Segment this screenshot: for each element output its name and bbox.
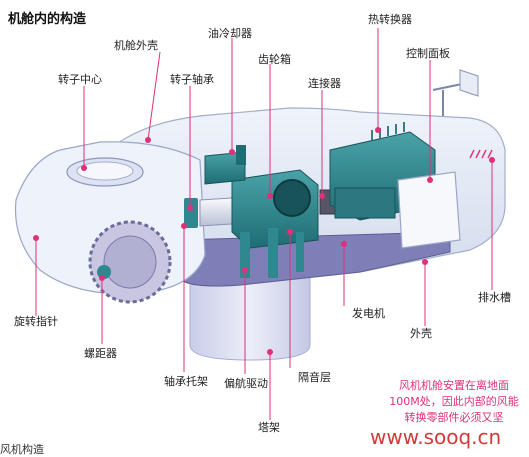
diagram-title: 机舱内的构造	[8, 12, 87, 27]
label-sound-insulation: 隔音层	[298, 371, 331, 384]
label-drain: 排水槽	[478, 291, 511, 304]
leader-dot	[187, 205, 193, 211]
label-spinner: 旋转指针	[14, 315, 58, 328]
control-panel	[397, 171, 461, 249]
label-bearing-support: 轴承托架	[164, 375, 208, 388]
leader-dot	[341, 241, 347, 247]
leader-dot	[489, 157, 495, 163]
label-yaw-drive: 偏航驱动	[224, 377, 268, 390]
cutoff-text: 风机构造	[0, 443, 44, 456]
label-rotor-hub: 转子中心	[58, 73, 102, 86]
caption-note: 风机机舱安置在离地面100M处，因此内部的风能转换零部件必须又坚	[389, 379, 519, 424]
yaw-drive	[240, 228, 304, 278]
leader-dot	[99, 275, 105, 281]
label-control-panel: 控制面板	[406, 47, 450, 60]
label-rotor-bearing: 转子轴承	[170, 73, 214, 86]
leader-dot	[33, 235, 39, 241]
label-tower: 塔架	[258, 421, 280, 434]
leader-dot	[267, 193, 273, 199]
leader-dot	[319, 193, 325, 199]
wind-vane	[432, 83, 463, 116]
drain-rack	[469, 149, 493, 159]
leader-dot	[267, 349, 273, 355]
leader-dot	[145, 137, 151, 143]
label-pitch: 螺距器	[84, 347, 117, 360]
label-oil-cooler: 油冷却器	[208, 27, 252, 40]
label-housing: 外壳	[410, 327, 432, 340]
label-gearbox: 齿轮箱	[258, 53, 291, 66]
leader-dot	[229, 149, 235, 155]
watermark: www.sooq.cn	[370, 425, 502, 449]
label-generator: 发电机	[352, 307, 385, 320]
label-coupling: 连接器	[308, 77, 341, 90]
leader-lines	[35, 28, 493, 420]
leader-dot	[81, 165, 87, 171]
leader-dot	[422, 259, 428, 265]
leader-dot	[181, 223, 187, 229]
label-nacelle-cover: 机舱外壳	[114, 39, 158, 52]
leader-dot	[375, 127, 381, 133]
label-heat-exchanger: 热转换器	[368, 13, 412, 26]
leader-dot	[242, 267, 248, 273]
leader-dot	[427, 177, 433, 183]
leader-dot	[287, 229, 293, 235]
